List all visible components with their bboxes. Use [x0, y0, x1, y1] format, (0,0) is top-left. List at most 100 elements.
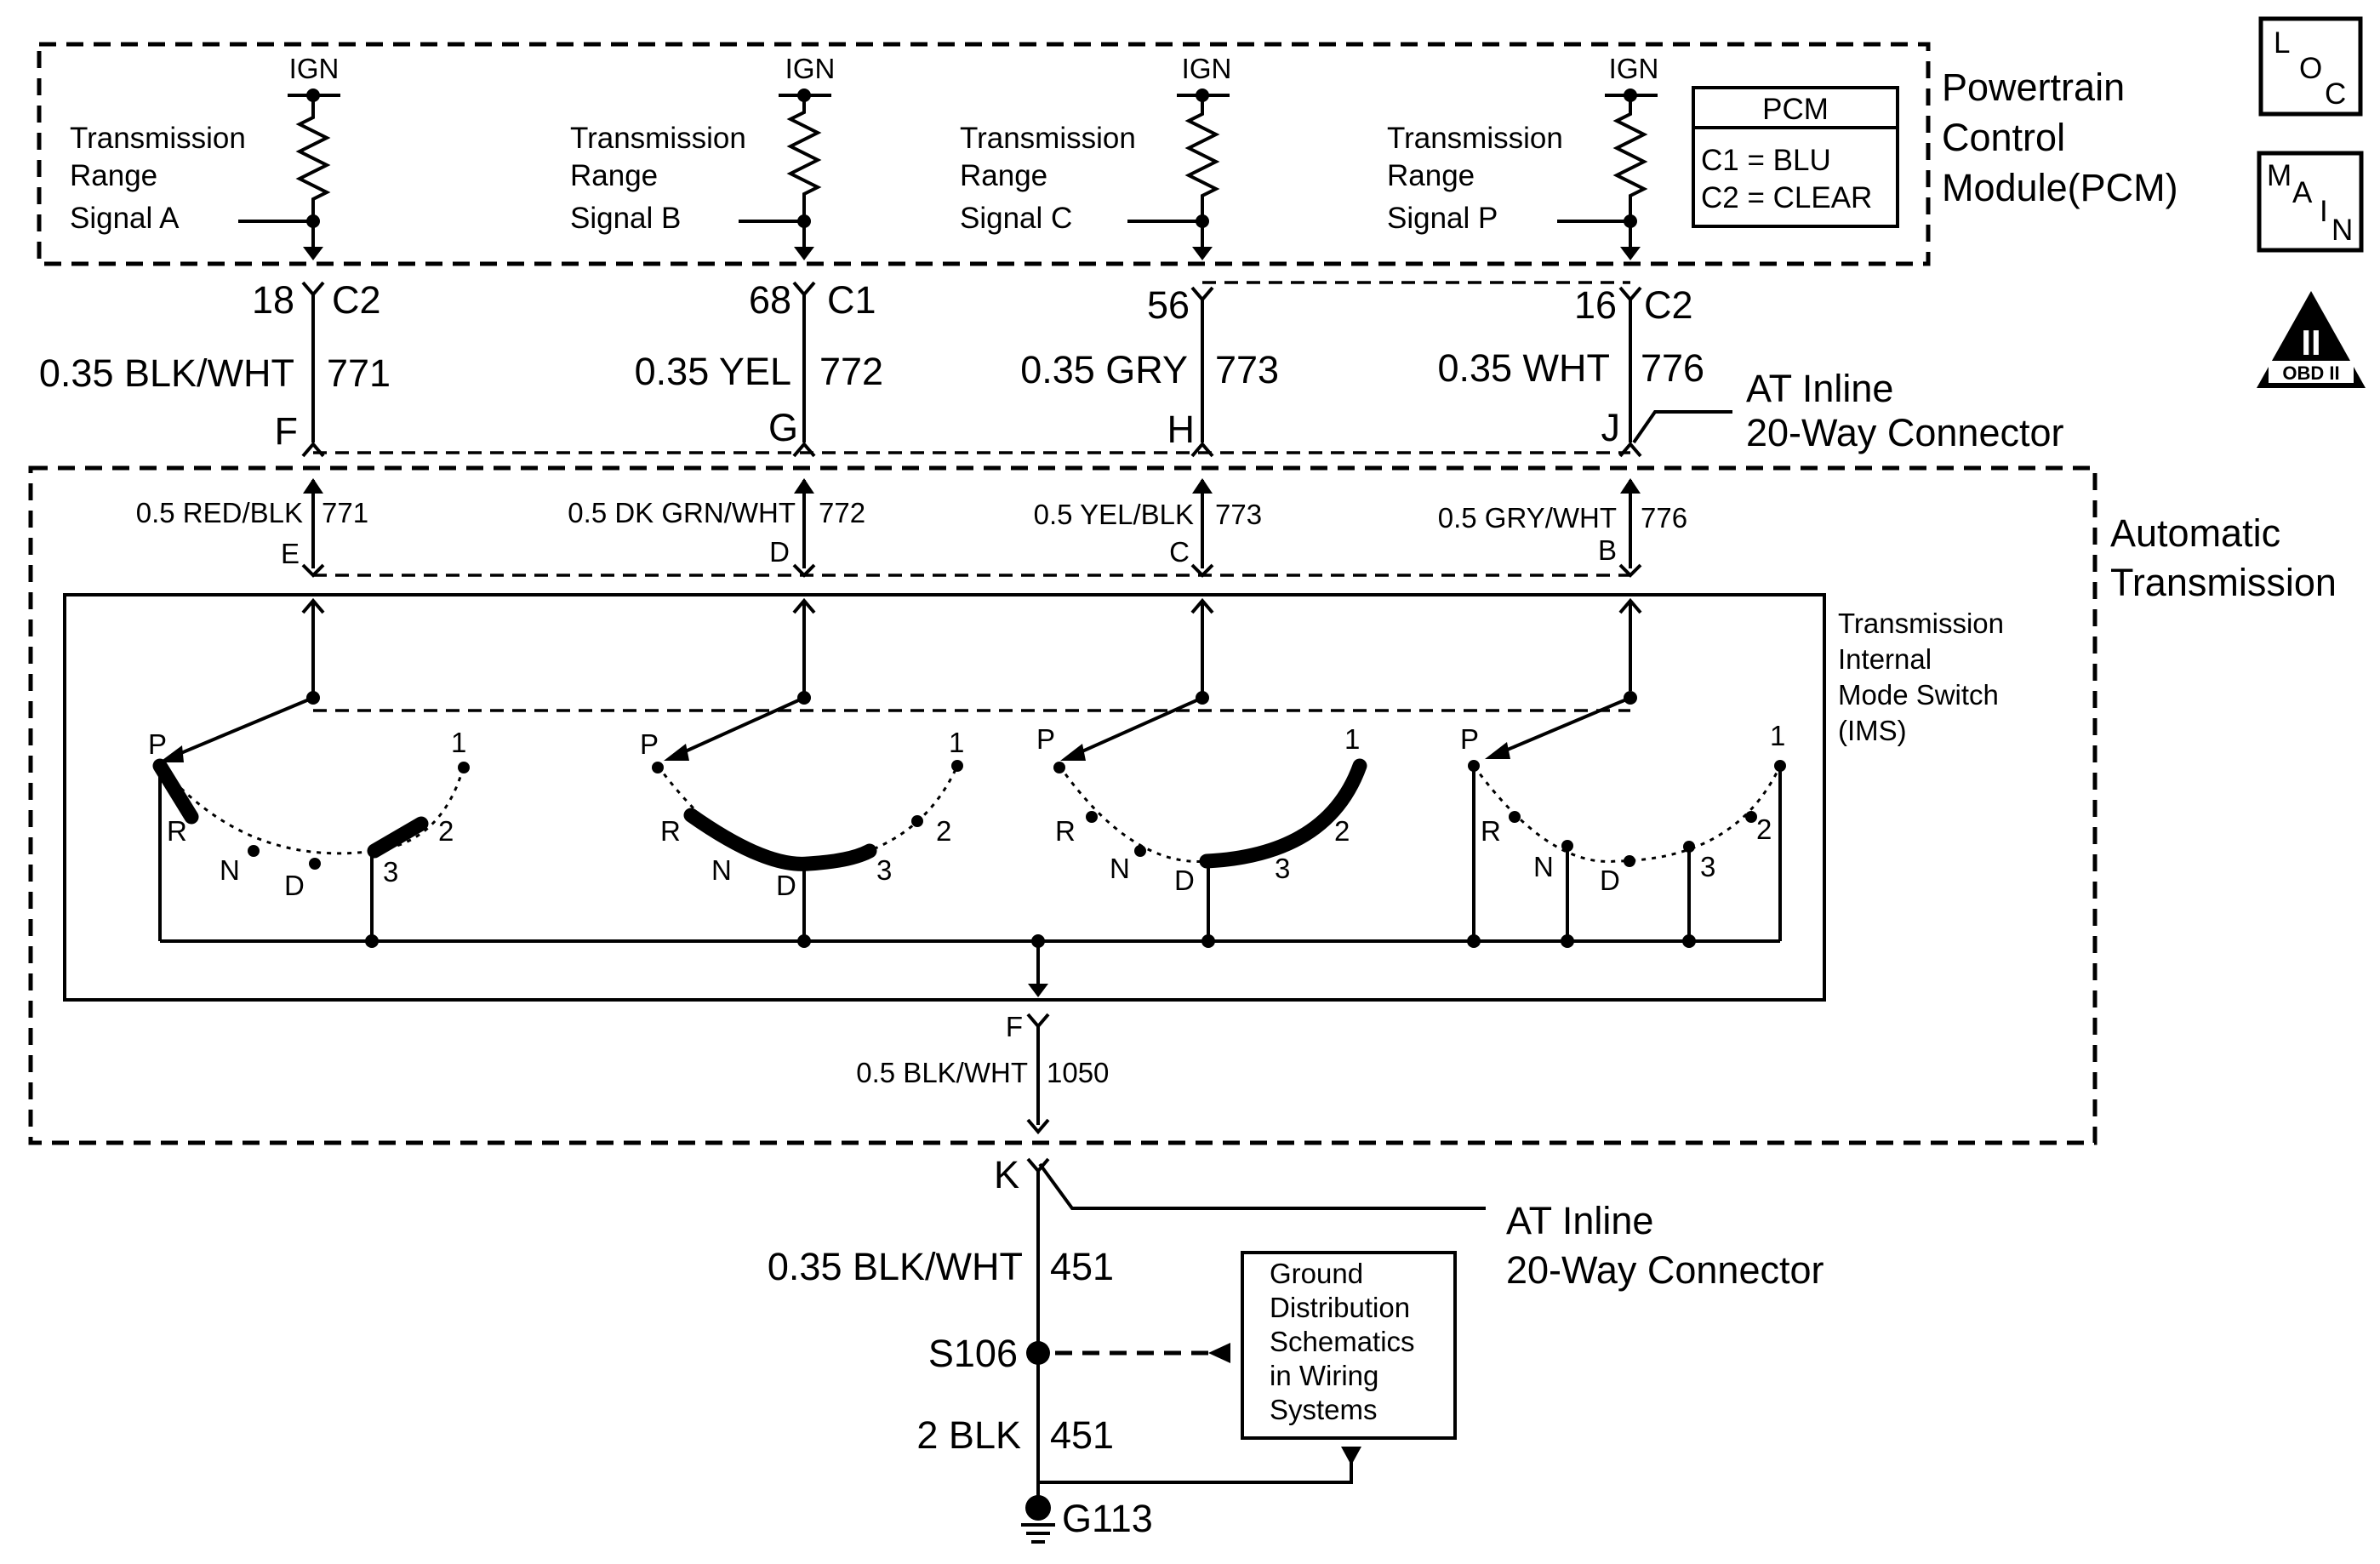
pcm-input-signal-p: IGN Transmission Range Signal P: [1387, 53, 1658, 260]
ign-label: IGN: [1609, 53, 1659, 84]
ims-ground-wire-1050: F 0.5 BLK/WHT 1050: [856, 1011, 1109, 1135]
at-wire-771: 0.5 RED/BLK 771 E: [136, 478, 368, 578]
pcm-connector-id: C2: [332, 278, 381, 322]
automatic-transmission-boundary: [28, 465, 2097, 1145]
pcm-boundary: [37, 42, 1931, 266]
inline-pin: G: [768, 406, 798, 449]
at-circuit-number: 772: [819, 497, 865, 528]
position-label-1: 1: [949, 727, 964, 758]
position-label-2: 2: [936, 815, 951, 847]
pcm-label: Powertrain Control Module(PCM): [1942, 66, 2178, 209]
at-label-line-2: Transmission: [2110, 561, 2337, 604]
splice-s106: S106: [928, 1332, 1230, 1375]
position-label-p: P: [1036, 723, 1055, 755]
at-wire-773: 0.5 YEL/BLK 773 C: [1034, 478, 1262, 578]
position-label-p: P: [640, 728, 659, 760]
ground-distribution-reference[interactable]: Ground Distribution Schematics in Wiring…: [1241, 1251, 1457, 1440]
position-label-d: D: [284, 870, 305, 901]
pcm-connector-id: C2: [1644, 283, 1693, 327]
at-wire-color: 0.5 YEL/BLK: [1034, 499, 1194, 530]
main-badge[interactable]: M A I N: [2257, 151, 2364, 253]
ign-label: IGN: [289, 53, 340, 84]
harness-circuit-771: 18 C2 0.35 BLK/WHT 771 F: [39, 278, 391, 458]
reference-line: in Wiring: [1270, 1360, 1378, 1391]
position-label-r: R: [1481, 815, 1501, 847]
automatic-transmission-label: Automatic Transmission: [2110, 511, 2337, 604]
ground-circuit-1: 451: [1050, 1245, 1114, 1288]
main-letter-i: I: [2320, 195, 2328, 228]
wire-color: 0.35 YEL: [635, 350, 791, 393]
ign-label: IGN: [785, 53, 836, 84]
signal-label: Transmission: [1387, 122, 1563, 155]
inline-connector-label: AT Inline: [1746, 367, 1893, 410]
signal-label: Range: [570, 159, 658, 192]
circuit-number: 772: [819, 350, 883, 393]
position-label-1: 1: [1344, 723, 1360, 755]
reference-line: Distribution: [1270, 1292, 1410, 1323]
range-switch-b: P R N D 3 2 1: [640, 691, 964, 948]
obd-text: OBD II: [2282, 362, 2339, 384]
signal-label: Range: [960, 159, 1047, 192]
range-switch-c: P R N D 3 2 1: [1036, 691, 1367, 948]
loc-letter-l: L: [2274, 26, 2290, 60]
loc-letter-c: C: [2325, 77, 2346, 111]
at-label-line-1: Automatic: [2110, 511, 2280, 555]
pcm-input-signal-b: IGN Transmission Range Signal B: [570, 53, 835, 260]
reference-arrow: [1341, 1447, 1361, 1465]
ims-output-arrows: [301, 597, 1642, 698]
at-wire-color: 0.5 RED/BLK: [136, 497, 303, 528]
position-label-n: N: [1533, 851, 1554, 882]
harness-circuit-773: 56 0.35 GRY 773 H: [1020, 283, 1279, 458]
pcm-input-signal-c: IGN Transmission Range Signal C: [960, 53, 1231, 260]
ims-ground-wire-color: 0.5 BLK/WHT: [856, 1057, 1028, 1088]
pcm-label-line-3: Module(PCM): [1942, 166, 2178, 209]
wire-color: 0.35 BLK/WHT: [39, 351, 294, 395]
signal-label: Range: [70, 159, 157, 192]
position-label-p: P: [1460, 723, 1479, 755]
inline-connector-label: AT Inline: [1506, 1199, 1653, 1242]
wire-color: 0.35 GRY: [1020, 348, 1188, 391]
loc-badge[interactable]: L O C: [2258, 16, 2363, 117]
pcm-legend-c1: C1 = BLU: [1701, 144, 1831, 177]
main-letter-n: N: [2331, 214, 2353, 247]
position-label-3: 3: [876, 854, 892, 886]
pcm-pin: 56: [1147, 283, 1190, 327]
pcm-label-line-2: Control: [1942, 116, 2065, 159]
at-wire-color: 0.5 GRY/WHT: [1438, 502, 1617, 534]
ims-pin: E: [281, 538, 300, 569]
pcm-pin: 16: [1574, 283, 1617, 327]
ground-label: G113: [1062, 1497, 1153, 1540]
position-label-2: 2: [1334, 815, 1350, 847]
signal-label: Transmission: [70, 122, 246, 155]
pcm-input-signal-a: IGN Transmission Range Signal A: [70, 53, 340, 260]
at-circuit-number: 776: [1641, 502, 1687, 534]
signal-label: Signal C: [960, 202, 1072, 235]
ims-pin: B: [1598, 534, 1617, 566]
pcm-pin: 68: [749, 278, 791, 322]
inline-connector-label: 20-Way Connector: [1746, 411, 2064, 454]
position-label-r: R: [167, 815, 187, 847]
circuit-number: 773: [1215, 348, 1279, 391]
ims-label-line: Internal: [1838, 643, 1932, 675]
harness-circuit-772: 68 C1 0.35 YEL 772 G: [635, 278, 883, 458]
signal-label: Signal A: [70, 202, 180, 235]
ims-pin: D: [769, 536, 790, 568]
reference-line: Schematics: [1270, 1326, 1415, 1357]
position-label-3: 3: [1700, 851, 1715, 882]
inline-pin: F: [275, 409, 299, 453]
at-circuit-number: 773: [1215, 499, 1262, 530]
reference-line: Ground: [1270, 1258, 1363, 1289]
at-circuit-number: 771: [322, 497, 368, 528]
position-label-3: 3: [1275, 853, 1290, 884]
at-wire-color: 0.5 DK GRN/WHT: [568, 497, 796, 528]
ims-label-line: (IMS): [1838, 715, 1907, 746]
signal-label: Transmission: [570, 122, 746, 155]
at-wire-776: 0.5 GRY/WHT 776 B: [1438, 478, 1687, 578]
ims-label-line: Transmission: [1838, 608, 2004, 639]
ground-wire-451: K AT Inline 20-Way Connector 0.35 BLK/WH…: [768, 1153, 1824, 1508]
obd-ii-badge[interactable]: II OBD II: [2257, 291, 2366, 388]
position-label-n: N: [220, 854, 240, 886]
position-label-2: 2: [438, 815, 454, 847]
ims-label: Transmission Internal Mode Switch (IMS): [1838, 608, 2004, 746]
ground-wire-color-2: 2 BLK: [916, 1413, 1021, 1457]
